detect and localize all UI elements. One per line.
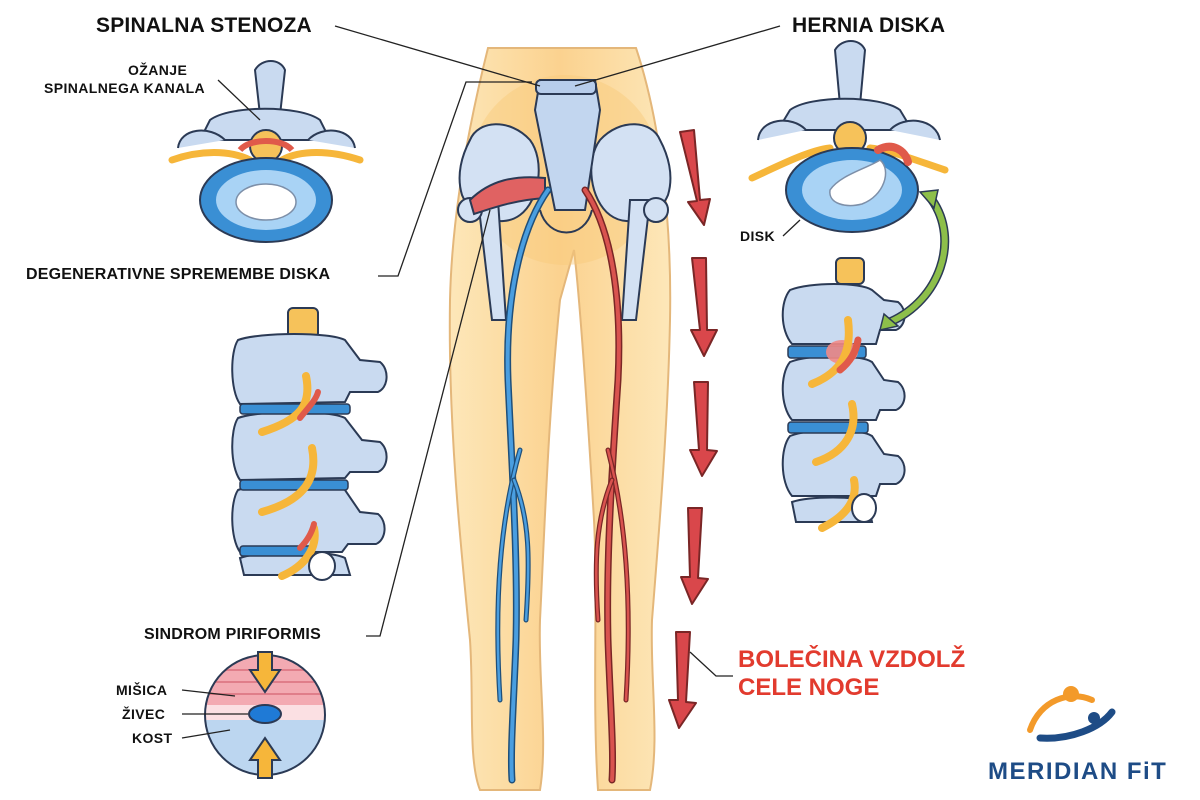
label-spinal-stenosis: SPINALNA STENOZA bbox=[96, 14, 312, 37]
brand-name: MERIDIAN FiT bbox=[988, 758, 1168, 785]
piriformis-muscle bbox=[468, 176, 546, 216]
piriformis-cross-section bbox=[204, 651, 326, 779]
label-bone: KOST bbox=[132, 730, 173, 746]
pain-arrow-1 bbox=[679, 129, 711, 226]
spine-hernia-side bbox=[781, 257, 906, 532]
label-piriformis: SINDROM PIRIFORMIS bbox=[144, 626, 321, 643]
label-degenerative: DEGENERATIVNE SPREMEMBE DISKA bbox=[26, 266, 331, 283]
label-nerve: ŽIVEC bbox=[122, 706, 166, 722]
label-pain-line2: CELE NOGE bbox=[738, 674, 880, 701]
meridian-fit-logo bbox=[1027, 686, 1116, 742]
label-hernia: HERNIA DISKA bbox=[792, 14, 946, 37]
sciatic-nerve-left bbox=[495, 186, 552, 784]
pain-arrow-3 bbox=[689, 381, 718, 477]
label-pain-line1: BOLEČINA VZDOLŽ bbox=[738, 646, 966, 673]
label-narrowing-line2: SPINALNEGA KANALA bbox=[44, 80, 206, 96]
label-narrowing-line1: OŽANJE bbox=[128, 62, 188, 78]
label-muscle: MIŠICA bbox=[116, 682, 168, 698]
sciatic-nerve-right bbox=[581, 186, 631, 784]
pain-arrow-5 bbox=[668, 631, 697, 729]
vertebra-hernia-top bbox=[748, 40, 949, 233]
vertebra-stenosis-top bbox=[168, 60, 364, 243]
label-disk: DISK bbox=[740, 228, 776, 244]
spine-degenerative-side bbox=[231, 307, 388, 581]
pain-arrow-4 bbox=[680, 507, 709, 605]
pain-arrows bbox=[668, 129, 718, 729]
pain-arrow-2 bbox=[690, 257, 718, 357]
leader-lines bbox=[181, 25, 801, 739]
